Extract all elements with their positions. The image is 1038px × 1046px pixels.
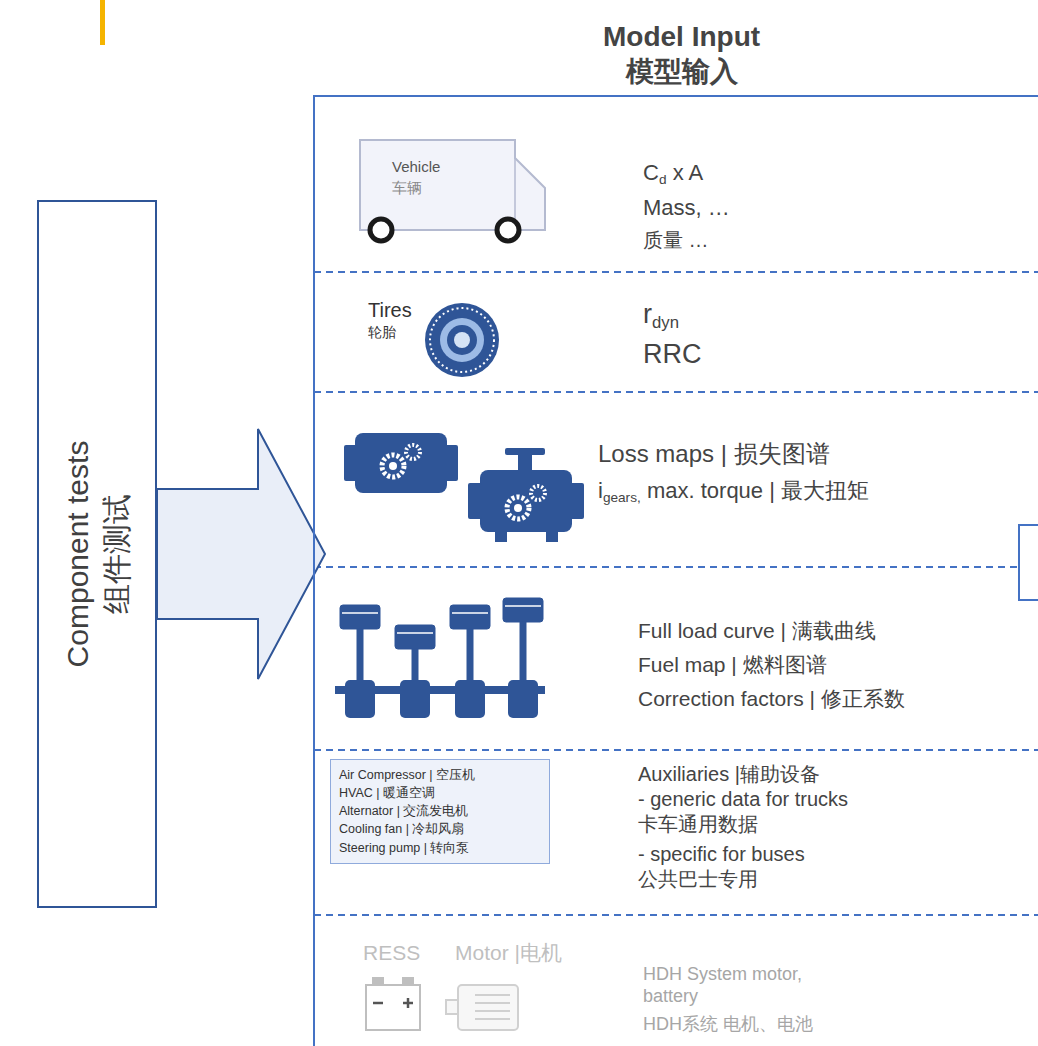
aux-item: Alternator | 交流发电机 — [339, 802, 541, 820]
text-label: i — [598, 478, 603, 504]
text-label: max. torque | 最大扭矩 — [647, 478, 869, 504]
panel-heading: Model Input模型输入 — [579, 17, 784, 91]
caption-text: Component tests — [58, 441, 97, 668]
text-label: Correction factors | 修正系数 — [638, 686, 905, 711]
battery-icon — [366, 978, 420, 1030]
text-label: 公共巴士专用 — [638, 867, 758, 891]
label-line: Correction factors | 修正系数 — [638, 686, 905, 711]
aux-item: Air Compressor | 空压机 — [339, 766, 541, 784]
label-line: HDH System motor, battery — [643, 964, 843, 1007]
subscript-label: dyn — [652, 313, 679, 333]
label-line: Vehicle — [392, 158, 440, 176]
row-dividers — [314, 272, 1038, 915]
label-line: 车辆 — [392, 179, 422, 197]
label-line: RRC — [643, 338, 702, 370]
label-line: igears, max. torque | 最大扭矩 — [598, 478, 869, 504]
label-line: RESS — [363, 940, 420, 965]
text-label: RRC — [643, 338, 702, 370]
label-line: HDH系统 电机、电池 — [643, 1014, 813, 1036]
text-label: RESS — [363, 940, 420, 965]
label-line: Tires — [368, 298, 412, 322]
text-label: x A — [673, 160, 704, 186]
text-label: Mass, … — [643, 195, 730, 221]
label-line: - generic data for trucks — [638, 787, 848, 811]
accent-bar — [100, 0, 105, 45]
aux-item: Steering pump | 转向泵 — [339, 839, 541, 857]
text-label: - generic data for trucks — [638, 787, 848, 811]
auxiliaries-box: Air Compressor | 空压机HVAC | 暖通空调Alternato… — [330, 759, 550, 864]
truck-icon — [360, 140, 545, 241]
text-label: Full load curve | 满载曲线 — [638, 618, 876, 643]
text-label: 车辆 — [392, 179, 422, 197]
text-label: Vehicle — [392, 158, 440, 176]
label-line: Motor |电机 — [455, 940, 562, 965]
partial-box — [1019, 525, 1038, 600]
block-arrow — [157, 429, 325, 679]
text-label: 质量 … — [643, 228, 709, 252]
aux-item: Cooling fan | 冷却风扇 — [339, 820, 541, 838]
label-line: 卡车通用数据 — [638, 812, 758, 836]
engine-pistons-icon — [335, 598, 545, 718]
text-label: 卡车通用数据 — [638, 812, 758, 836]
text-label: HDH System motor, battery — [643, 964, 802, 1006]
label-line: Cd x A — [643, 160, 703, 186]
rotated-caption: Component tests组件测试 — [58, 441, 136, 668]
source-box: Component tests组件测试 — [37, 200, 157, 908]
text-label: HDH系统 电机、电池 — [643, 1014, 813, 1036]
label-line: Full load curve | 满载曲线 — [638, 618, 876, 643]
heading-text: Model Input — [603, 19, 760, 54]
text-label: C — [643, 160, 659, 186]
label-line: 公共巴士专用 — [638, 867, 758, 891]
text-label: - specific for buses — [638, 842, 805, 866]
gearbox-icon — [344, 433, 458, 493]
label-line: 质量 … — [643, 228, 709, 252]
label-line: rdyn — [643, 298, 679, 330]
label-line: - specific for buses — [638, 842, 805, 866]
subscript-label: d — [659, 172, 667, 188]
label-line: Mass, … — [643, 195, 730, 221]
text-label: Motor |电机 — [455, 940, 562, 965]
text-label: 轮胎 — [368, 324, 396, 341]
tire-icon — [425, 303, 499, 377]
caption-text: 组件测试 — [97, 441, 136, 668]
text-label: Auxiliaries |辅助设备 — [638, 762, 820, 786]
text-label: Tires — [368, 298, 412, 322]
label-line: 轮胎 — [368, 324, 396, 341]
label-line: Fuel map | 燃料图谱 — [638, 652, 827, 677]
text-label: r — [643, 298, 652, 330]
motor-icon — [446, 985, 518, 1030]
text-label: Fuel map | 燃料图谱 — [638, 652, 827, 677]
heading-text: 模型输入 — [603, 54, 760, 89]
aux-item: HVAC | 暖通空调 — [339, 784, 541, 802]
subscript-label: gears, — [603, 490, 641, 506]
text-label: Loss maps | 损失图谱 — [598, 440, 830, 469]
motor-gear-icon — [468, 448, 584, 542]
label-line: Auxiliaries |辅助设备 — [638, 762, 820, 786]
label-line: Loss maps | 损失图谱 — [598, 440, 830, 469]
